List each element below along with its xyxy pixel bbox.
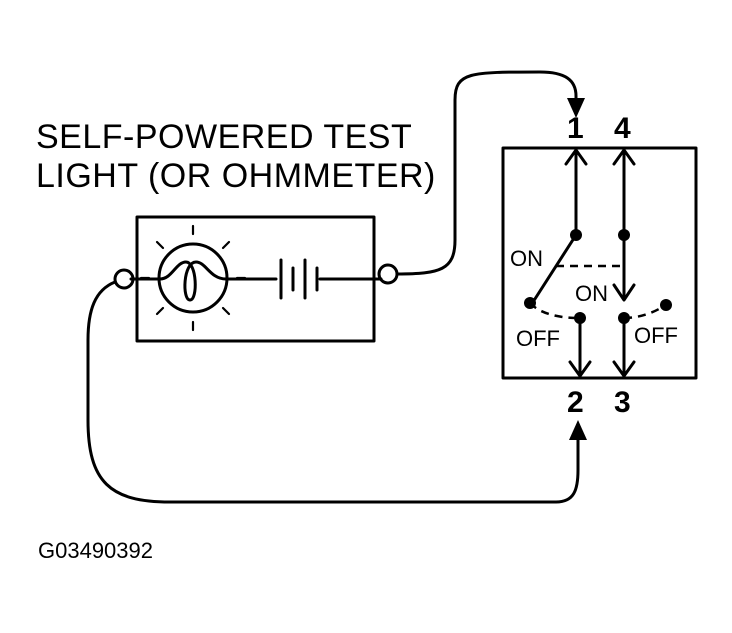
lead-terminal-right <box>377 263 399 285</box>
lead-arrow-to-terminal-2 <box>569 420 587 440</box>
switch-circuit-right <box>612 148 672 378</box>
tester-title-line2: LIGHT (OR OHMMETER) <box>36 157 436 195</box>
left-switch-blade <box>531 233 578 304</box>
lead-arrow-to-terminal-1 <box>567 98 585 118</box>
battery-icon <box>279 258 319 300</box>
tester-title-line1: SELF-POWERED TEST <box>36 118 412 156</box>
left-off-label: OFF <box>516 326 560 351</box>
terminal-4-label: 4 <box>614 112 631 145</box>
lead-terminal-left <box>113 268 135 290</box>
right-off-label: OFF <box>634 323 678 348</box>
right-on-label: ON <box>575 281 608 306</box>
lead-wire-top <box>395 70 578 276</box>
terminal-1-label: 1 <box>567 112 584 145</box>
left-on-label: ON <box>510 246 543 271</box>
figure-code: G03490392 <box>38 538 153 563</box>
switch-housing <box>501 146 698 380</box>
bulb-icon <box>139 224 247 332</box>
terminal-2-label: 2 <box>567 386 584 419</box>
lead-wire-bottom <box>86 280 580 504</box>
switch-circuit-left <box>524 148 592 378</box>
terminal-3-label: 3 <box>614 386 631 419</box>
